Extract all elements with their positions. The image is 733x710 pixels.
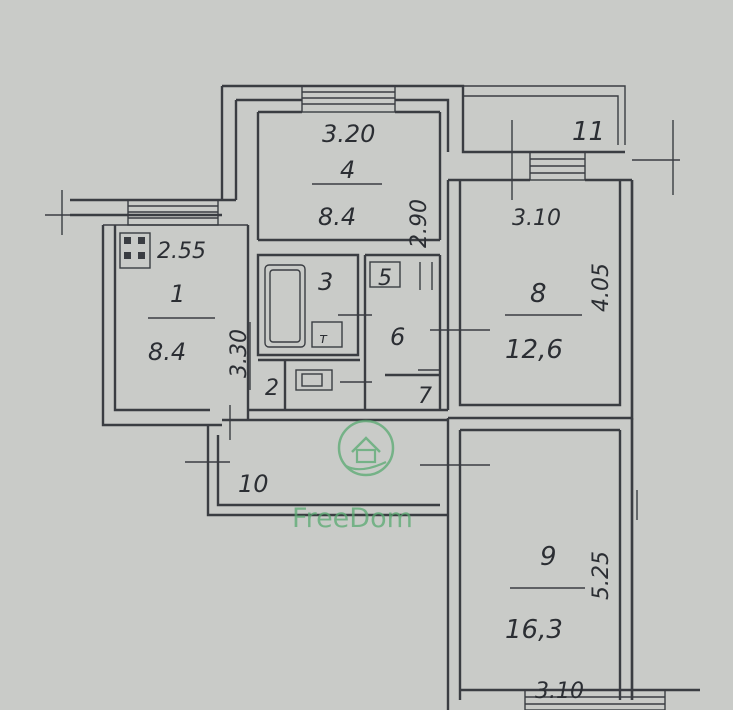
room-8-area: 12,6 bbox=[505, 335, 563, 365]
window-room8 bbox=[529, 151, 586, 181]
dim-room9-width: 3.10 bbox=[535, 679, 584, 704]
room-3-number: 3 bbox=[318, 268, 333, 296]
dim-room8-width: 3.10 bbox=[512, 206, 561, 231]
room-1-area: 8.4 bbox=[148, 338, 186, 366]
room-5-number: 5 bbox=[378, 266, 392, 291]
dim-room9-depth: 5.25 bbox=[589, 551, 614, 600]
wc-icon bbox=[369, 261, 401, 288]
dim-kitchen-depth: 3.30 bbox=[227, 329, 252, 378]
room-6-number: 6 bbox=[390, 323, 405, 351]
walls bbox=[70, 84, 700, 710]
room-9-area: 16,3 bbox=[505, 615, 563, 645]
window-kitchen bbox=[127, 199, 219, 226]
room-7-number: 7 bbox=[418, 384, 432, 409]
room-2-number: 2 bbox=[265, 376, 279, 401]
room-10-number: 10 bbox=[238, 470, 269, 498]
dim-room4-depth: 2.90 bbox=[407, 199, 432, 248]
section-marks bbox=[45, 120, 680, 235]
fixture-mark: т bbox=[319, 331, 328, 347]
room-4-area: 8.4 bbox=[318, 203, 356, 231]
room-11-number: 11 bbox=[572, 117, 605, 147]
toilet-icon bbox=[295, 369, 333, 391]
bathtub-icon bbox=[264, 264, 306, 348]
door-marks bbox=[185, 180, 638, 520]
dim-room4-width: 3.20 bbox=[322, 120, 375, 148]
dim-room8-depth: 4.05 bbox=[589, 263, 614, 312]
watermark-brand: FreeDom bbox=[292, 503, 413, 534]
room-4-number: 4 bbox=[340, 156, 355, 184]
stove-icon bbox=[119, 232, 151, 269]
house-hand-icon bbox=[337, 419, 395, 477]
watermark: FreeDom bbox=[292, 419, 413, 534]
windows bbox=[127, 85, 666, 710]
bath-sink-icon: т bbox=[311, 321, 343, 348]
room-labels: 3.20 4 8.4 2.90 2.55 1 8.4 3.30 3 5 6 2 … bbox=[148, 117, 614, 704]
fixtures: т bbox=[119, 232, 401, 391]
room-9-number: 9 bbox=[540, 542, 557, 572]
room-8-number: 8 bbox=[530, 279, 547, 309]
window-room4 bbox=[301, 85, 396, 113]
dim-kitchen-width: 2.55 bbox=[157, 239, 206, 264]
room-1-number: 1 bbox=[170, 280, 185, 308]
window-room9 bbox=[524, 689, 666, 710]
